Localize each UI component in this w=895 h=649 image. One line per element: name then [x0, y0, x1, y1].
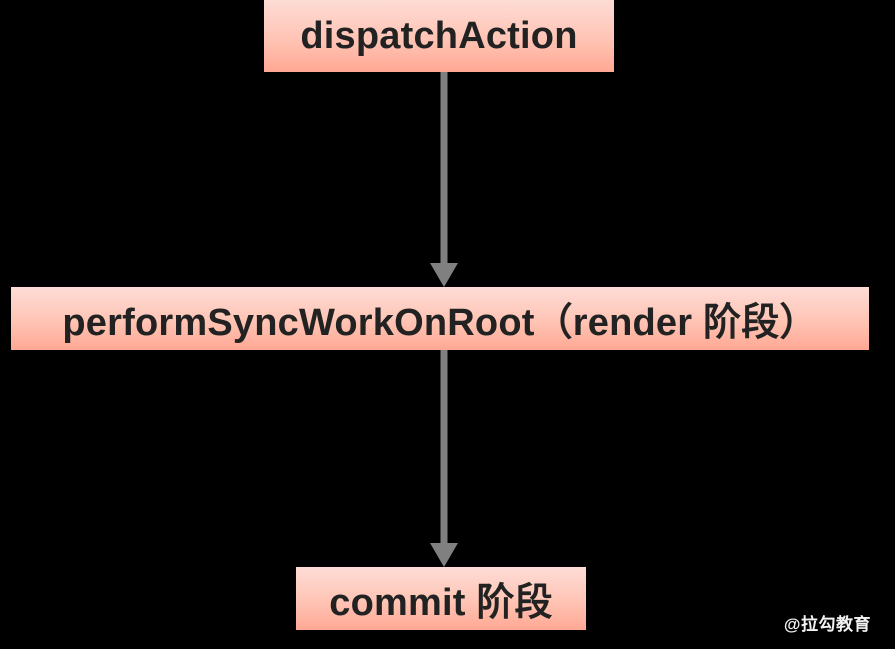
arrow-2-head-icon: [430, 543, 458, 567]
flow-node-commit-label: commit 阶段: [329, 582, 553, 624]
arrow-1-head-icon: [430, 263, 458, 287]
flow-node-dispatch-action: dispatchAction: [264, 0, 614, 72]
flow-node-perform-sync-work-on-root-label: performSyncWorkOnRoot（render 阶段）: [62, 302, 818, 344]
flow-node-dispatch-action-label: dispatchAction: [300, 14, 578, 57]
flow-node-perform-sync-work-on-root: performSyncWorkOnRoot（render 阶段）: [11, 287, 869, 350]
watermark: @拉勾教育: [783, 615, 871, 634]
flow-node-commit: commit 阶段: [296, 567, 586, 630]
